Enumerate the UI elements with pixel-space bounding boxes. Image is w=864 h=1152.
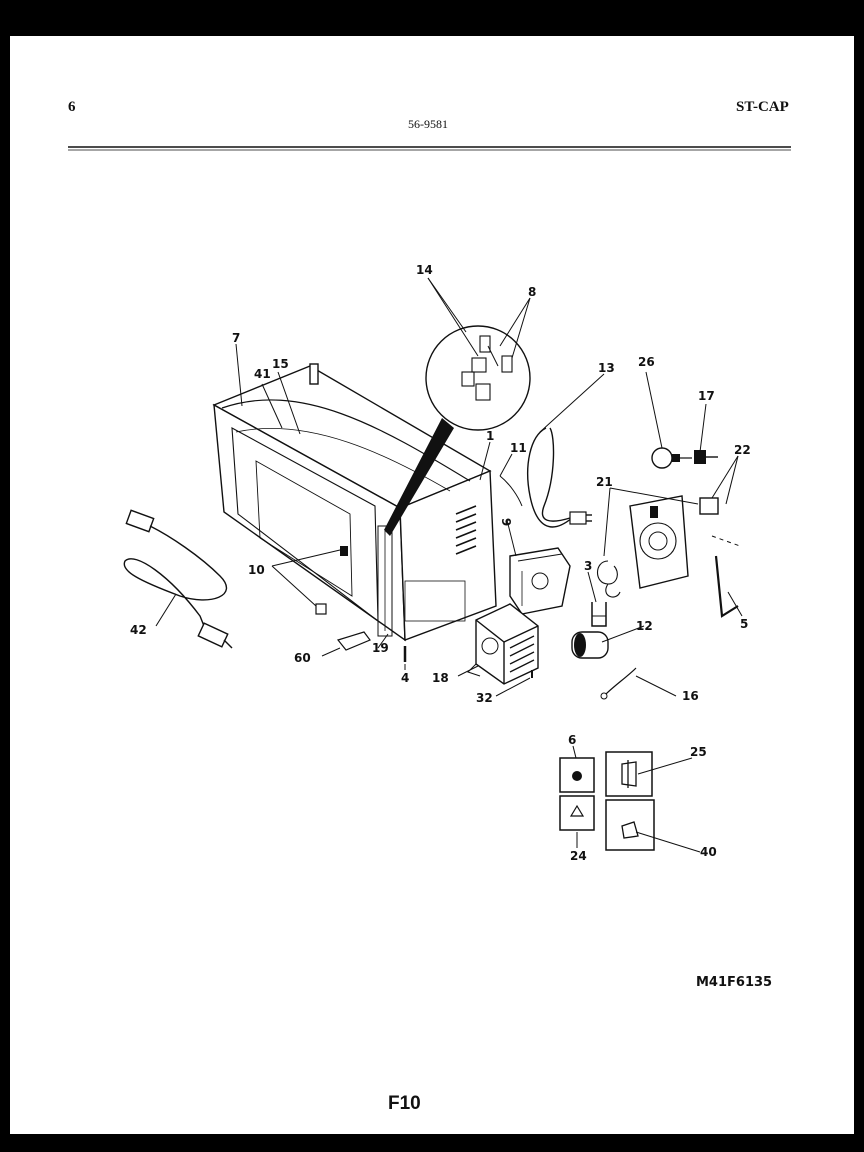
callout-3: 3 [584, 559, 593, 573]
vent-grille [455, 505, 477, 555]
air-duct [714, 555, 739, 618]
callout-16: 16 [682, 689, 699, 703]
door-stopper [336, 631, 371, 651]
callout-12: 12 [636, 619, 653, 633]
callout-18: 18 [432, 671, 449, 685]
callout-14: 14 [416, 263, 433, 277]
drawing-number: M41F6135 [696, 975, 773, 990]
callout-22: 22 [734, 443, 751, 457]
model-code: ST-CAP [736, 99, 789, 115]
callout-42: 42 [130, 623, 147, 637]
callout-13: 13 [598, 361, 615, 375]
callout-17: 17 [698, 389, 715, 403]
heater-element [123, 509, 233, 649]
callout-21: 21 [596, 475, 613, 489]
high-voltage-transformer [467, 603, 539, 685]
callout-40: 40 [700, 845, 717, 859]
callout-1: 1 [486, 429, 495, 443]
diagram-sheet: 6 56-9581 ST-CAP [10, 36, 854, 1134]
callout-26: 26 [638, 355, 655, 369]
callout-8: 8 [528, 285, 537, 299]
callout-4: 4 [401, 671, 410, 685]
power-cord [499, 427, 592, 528]
exploded-parts-drawing [123, 277, 743, 853]
document-code: 56-9581 [408, 117, 448, 131]
callout-15: 15 [272, 357, 289, 371]
callout-10: 10 [248, 563, 265, 577]
callout-32: 32 [476, 691, 493, 705]
fan-motor-bracket [596, 495, 741, 598]
door-latch-part [340, 546, 348, 556]
callout-5: 5 [740, 617, 749, 631]
callout-24: 24 [570, 849, 587, 863]
callout-7: 7 [232, 331, 241, 345]
callout-25: 25 [690, 745, 707, 759]
callout-41: 41 [254, 367, 271, 381]
magnetron [509, 547, 571, 615]
figure-label: F10 [388, 1093, 421, 1114]
callout-19: 19 [372, 641, 389, 655]
boxed-parts [559, 751, 655, 851]
leader-lines [155, 277, 743, 853]
callout-6: 6 [568, 733, 577, 747]
callout-11: 11 [510, 441, 527, 455]
door-latch-part-lower [315, 603, 327, 615]
capacitor-assembly [571, 602, 637, 700]
interlock-switch-detail [384, 325, 531, 536]
page-number: 6 [68, 99, 76, 115]
lamp-assembly [651, 447, 718, 469]
callout-60: 60 [294, 651, 311, 665]
callout-9: 9 [499, 517, 514, 527]
